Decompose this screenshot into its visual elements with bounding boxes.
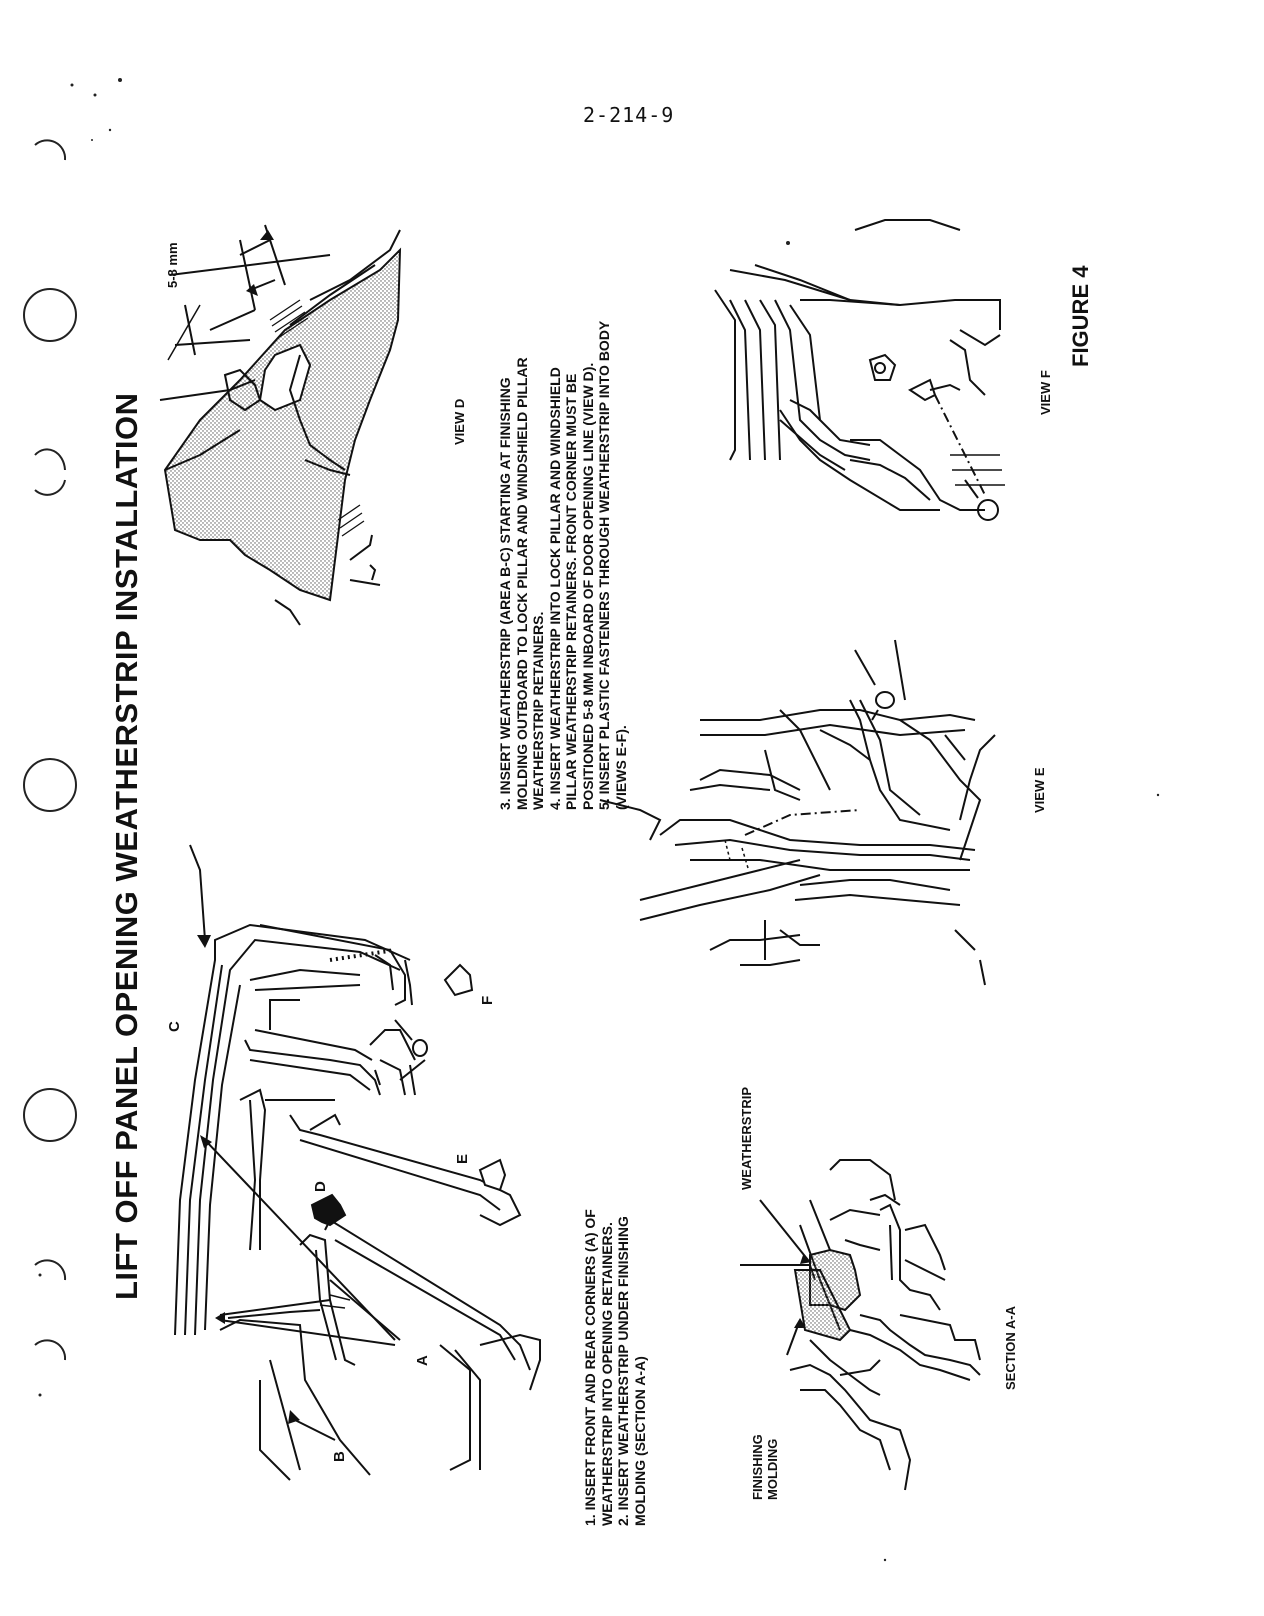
instruction-line: 4. INSERT WEATHERSTRIP INTO LOCK PILLAR … [546,367,563,810]
instruction-line: POSITIONED 5-8 MM INBOARD OF DOOR OPENIN… [579,362,596,810]
view-e-illustration [599,639,996,986]
dimension-label: 5-8 mm [165,242,180,288]
instruction-line: MOLDING (SECTION A-A) [631,1356,648,1526]
instructions-left: 1. INSERT FRONT AND REAR CORNERS (A) OF … [582,1209,648,1526]
callout-c: C [166,1021,183,1032]
finishing-molding-line2: MOLDING [765,1438,780,1500]
callout-d: D [312,1181,329,1192]
page-number: 2-214-9 [583,103,675,127]
figure-label: FIGURE 4 [1068,265,1093,367]
view-f-label: VIEW F [1038,370,1053,415]
callout-b: B [331,1451,348,1462]
instruction-line: 1. INSERT FRONT AND REAR CORNERS (A) OF [582,1209,598,1526]
binder-holes [23,139,77,1361]
instruction-line: MOLDING OUTBOARD TO LOCK PILLAR AND WIND… [513,357,530,810]
section-aa-label: SECTION A-A [1003,1305,1018,1390]
callout-e: E [454,1153,471,1164]
instruction-line: (VIEWS E-F). [612,725,629,810]
view-d-illustration [159,224,402,626]
view-d-label: VIEW D [452,398,467,445]
instruction-line: 2. INSERT WEATHERSTRIP UNDER FINISHING [615,1216,631,1526]
instruction-line: PILLAR WEATHERSTRIP RETAINERS. FRONT COR… [563,373,579,810]
view-e-label: VIEW E [1032,767,1047,813]
instruction-line: WEATHERSTRIP RETAINERS. [530,611,546,810]
view-arrows [310,963,507,1227]
callout-f: F [479,995,496,1005]
page-title: LIFT OFF PANEL OPENING WEATHERSTRIP INST… [109,392,144,1301]
weatherstrip-label: WEATHERSTRIP [739,1086,754,1190]
finishing-molding-line1: FINISHING [750,1434,765,1500]
finishing-molding-label: FINISHING MOLDING [750,1434,780,1500]
view-f-illustration [714,219,1005,521]
callout-a: A [414,1355,431,1366]
instructions-right: 3. INSERT WEATHERSTRIP (AREA B-C) STARTI… [497,321,629,810]
instruction-line: WEATHERSTRIP INTO OPENING RETAINERS. [598,1222,615,1526]
instruction-line: 5. INSERT PLASTIC FASTENERS THROUGH WEAT… [596,320,612,810]
section-aa-illustration [740,1159,981,1491]
car-body-illustration [174,844,541,1481]
instruction-line: 3. INSERT WEATHERSTRIP (AREA B-C) STARTI… [497,377,513,810]
